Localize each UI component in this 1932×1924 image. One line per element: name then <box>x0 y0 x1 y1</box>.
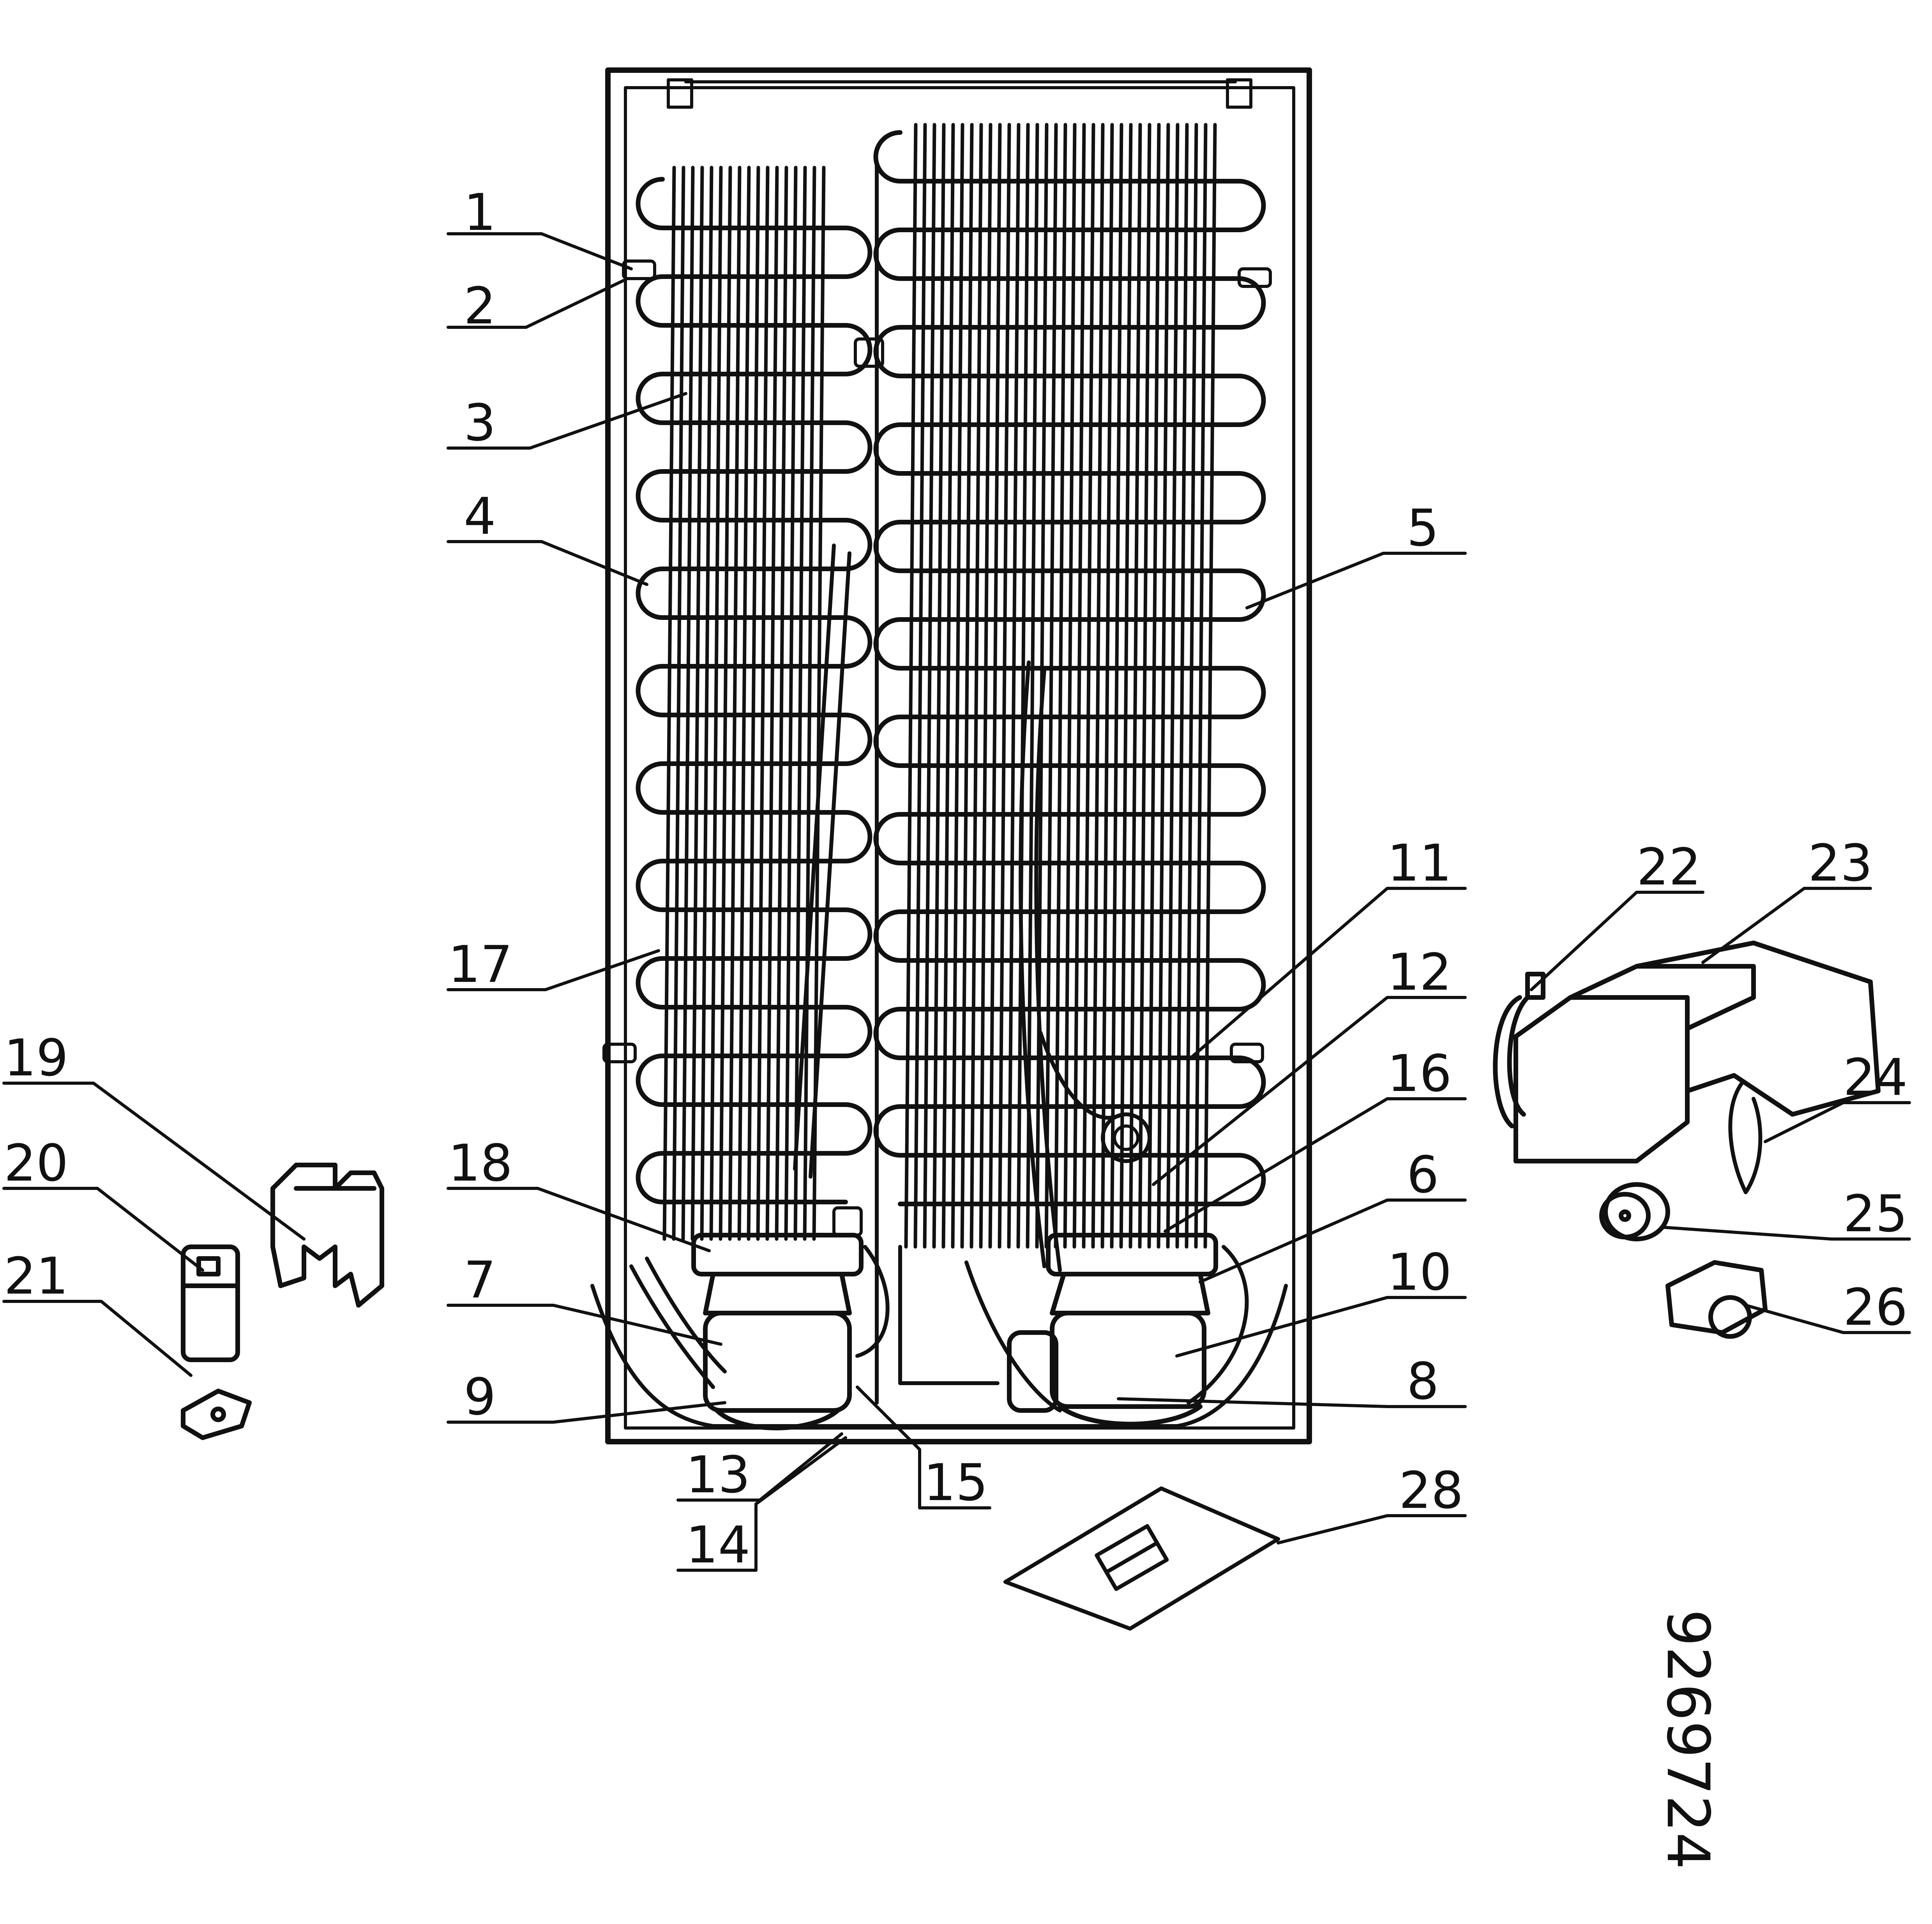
callout-23: 23 <box>1808 833 1872 893</box>
callout-20: 20 <box>4 1133 68 1193</box>
callout-28: 28 <box>1399 1461 1463 1520</box>
base-pipework <box>590 1284 1288 1428</box>
callout-9: 9 <box>464 1367 496 1426</box>
callout-19: 19 <box>4 1028 68 1087</box>
relay-clip-19 <box>270 1163 384 1308</box>
right-compressor <box>898 1233 1249 1426</box>
callout-26: 26 <box>1843 1278 1907 1337</box>
callout-2: 2 <box>464 276 496 335</box>
thermostat-assembly-22-23 <box>1493 941 1881 1163</box>
right-coil <box>873 123 1266 1272</box>
callout-7: 7 <box>464 1250 496 1310</box>
callout-13: 13 <box>686 1445 750 1504</box>
callout-22: 22 <box>1637 837 1701 897</box>
callout-4: 4 <box>464 487 496 546</box>
callout-8: 8 <box>1407 1352 1439 1411</box>
callout-17: 17 <box>448 935 512 994</box>
callout-10: 10 <box>1387 1243 1452 1302</box>
lamp-holder-26 <box>1665 1260 1768 1339</box>
callout-6: 6 <box>1407 1145 1439 1204</box>
capillary-clip-24 <box>1728 1081 1762 1194</box>
knob-25 <box>1599 1182 1670 1241</box>
relay-20 <box>181 1244 240 1362</box>
left-compressor <box>629 1233 890 1430</box>
callout-11: 11 <box>1387 833 1452 893</box>
callout-15: 15 <box>924 1453 988 1512</box>
callout-18: 18 <box>448 1133 512 1193</box>
callout-14: 14 <box>686 1515 750 1575</box>
drawing-code: 9269724 <box>1654 1609 1722 1869</box>
callout-1: 1 <box>464 183 496 242</box>
leader-lines <box>2 232 1911 1572</box>
callout-21: 21 <box>4 1246 68 1306</box>
instruction-sheet-28 <box>1003 1486 1280 1631</box>
callout-25: 25 <box>1843 1184 1907 1243</box>
overload-21 <box>181 1389 252 1440</box>
left-coil <box>636 166 872 1241</box>
callout-12: 12 <box>1387 943 1452 1002</box>
callout-3: 3 <box>464 393 496 452</box>
callout-5: 5 <box>1407 498 1439 558</box>
callout-24: 24 <box>1843 1048 1907 1107</box>
callout-labels: 1 2 3 4 5 6 7 8 9 10 11 12 13 14 15 16 1… <box>4 183 1907 1575</box>
callout-16: 16 <box>1387 1044 1452 1103</box>
